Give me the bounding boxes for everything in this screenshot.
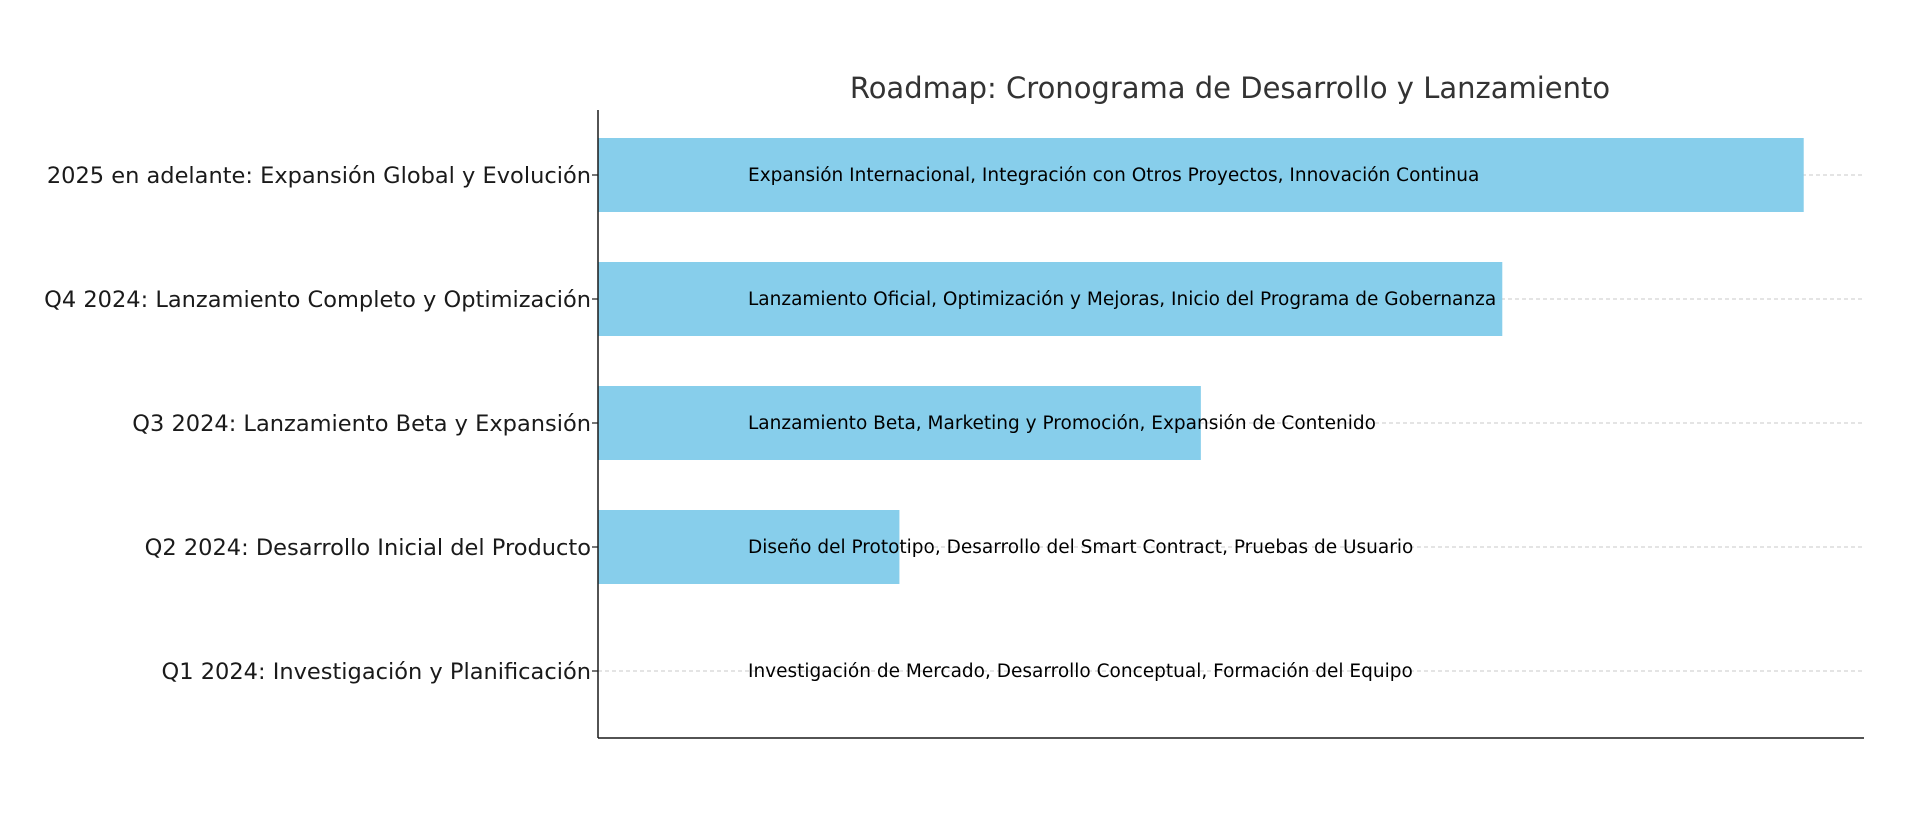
category-label: Q3 2024: Lanzamiento Beta y Expansión (132, 411, 591, 437)
bar-annotation: Lanzamiento Oficial, Optimización y Mejo… (748, 289, 1496, 310)
bar-annotation: Expansión Internacional, Integración con… (748, 165, 1479, 186)
category-labels: Q1 2024: Investigación y Planificación Q2… (44, 163, 598, 685)
bar-annotation: Lanzamiento Beta, Marketing y Promoción,… (748, 413, 1376, 434)
bar-annotation: Diseño del Prototipo, Desarrollo del Sma… (748, 537, 1413, 558)
bar (598, 262, 1503, 336)
category-label: Q4 2024: Lanzamiento Completo y Optimiza… (44, 287, 591, 313)
category-label: Q1 2024: Investigación y Planificación (162, 659, 591, 685)
bar-annotations: Investigación de Mercado, Desarrollo Con… (748, 165, 1496, 682)
bar (598, 386, 1201, 460)
bar (598, 138, 1804, 212)
bar (598, 510, 900, 584)
bars (598, 138, 1804, 584)
chart-title: Roadmap: Cronograma de Desarrollo y Lanz… (850, 71, 1610, 105)
category-label: 2025 en adelante: Expansión Global y Evo… (47, 163, 591, 189)
category-label: Q2 2024: Desarrollo Inicial del Producto (145, 535, 591, 561)
bar-annotation: Investigación de Mercado, Desarrollo Con… (748, 661, 1413, 682)
